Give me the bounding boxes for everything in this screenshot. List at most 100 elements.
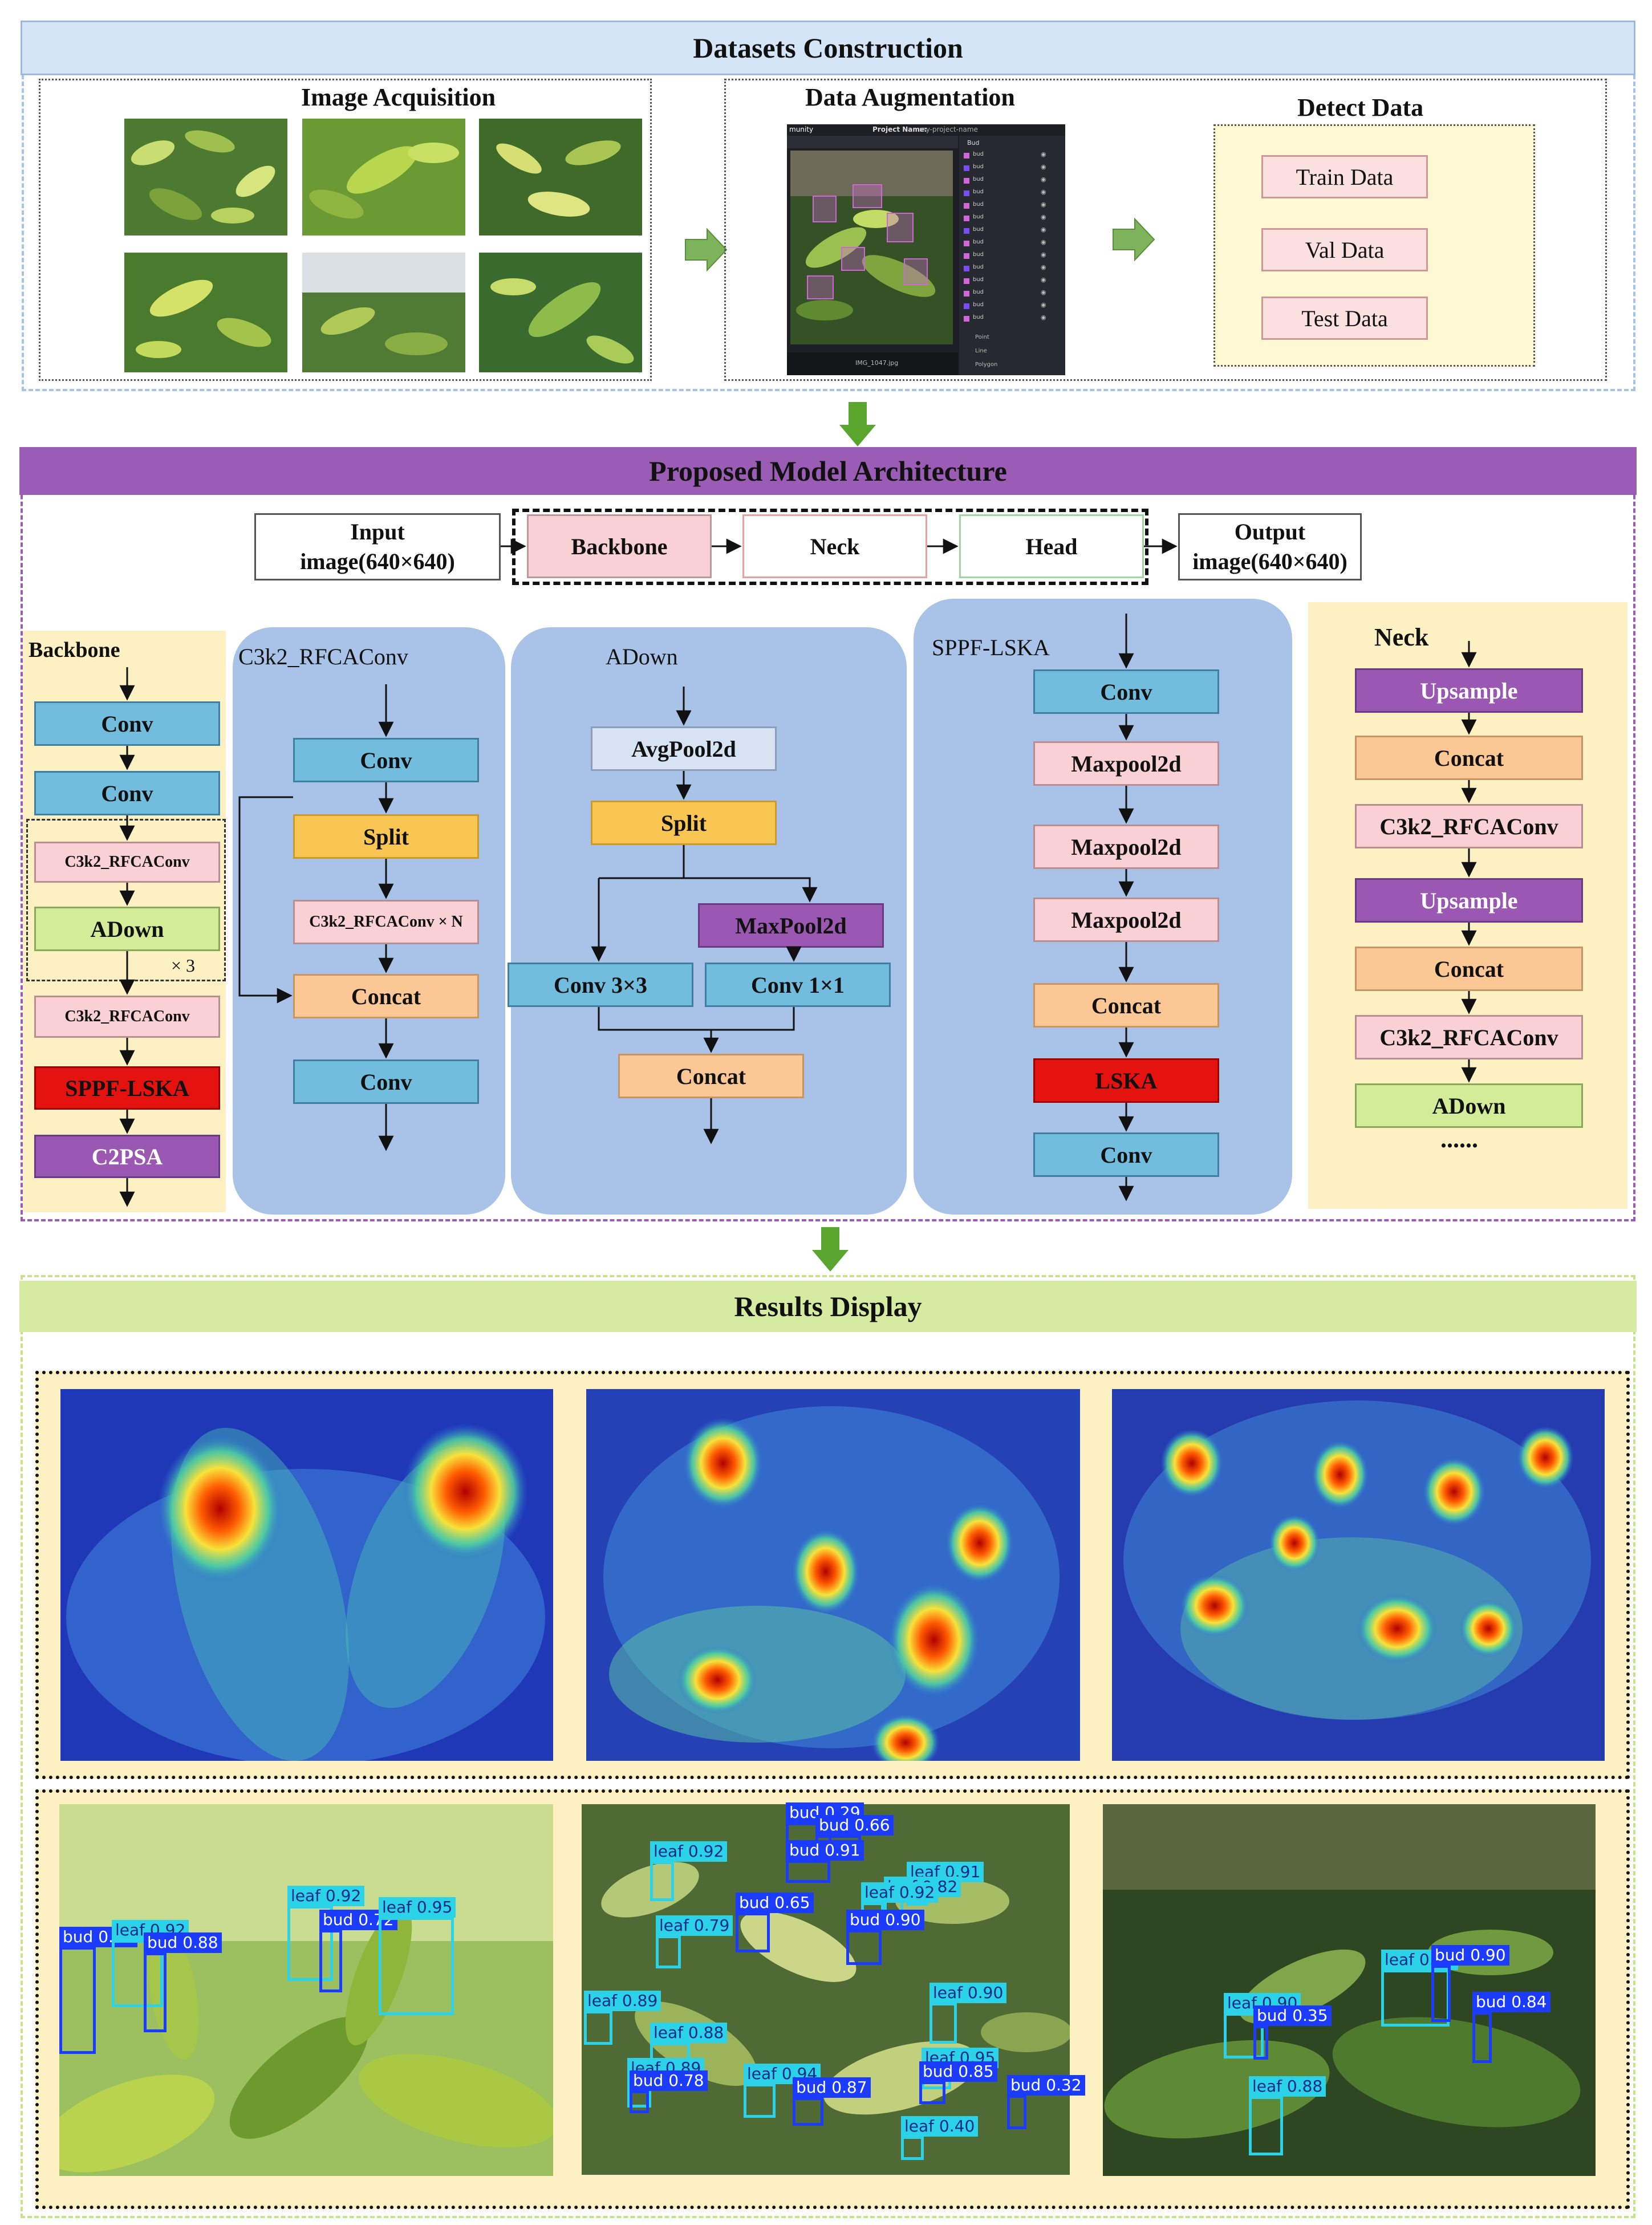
tag-color-swatch xyxy=(964,178,969,184)
detection-box: bud 0.65 xyxy=(736,1893,814,1952)
adown-conv3x3: Conv 3×3 xyxy=(508,963,693,1007)
tag-color-swatch xyxy=(964,153,969,159)
datasets-banner: Datasets Construction xyxy=(21,21,1635,75)
test-data-box: Test Data xyxy=(1261,297,1428,340)
tag-color-swatch xyxy=(964,165,969,171)
sppf-maxpool-2: Maxpool2d xyxy=(1033,825,1219,869)
tool-tag-row[interactable]: bud ◉ xyxy=(964,251,1061,261)
eye-icon[interactable]: ◉ xyxy=(1041,238,1046,246)
tool-tag-row[interactable]: bud ◉ xyxy=(964,289,1061,299)
eye-icon[interactable]: ◉ xyxy=(1041,188,1046,196)
detection-label: bud 0.90 xyxy=(1431,1945,1509,1966)
adown-title: ADown xyxy=(606,644,678,669)
c3k2-concat: Concat xyxy=(293,974,479,1018)
neck-ellipsis: ...... xyxy=(1440,1125,1478,1153)
detection-box: leaf 0.90 xyxy=(929,1983,1007,2044)
neck-adown: ADown xyxy=(1355,1083,1583,1128)
tag-label: bud xyxy=(973,214,984,220)
detection-label: bud 0.88 xyxy=(144,1932,222,1953)
eye-icon[interactable]: ◉ xyxy=(1041,213,1046,221)
tea-photo-6 xyxy=(479,253,642,372)
image-acquisition-box xyxy=(39,79,652,381)
detection-label: bud 0.90 xyxy=(846,1910,924,1930)
eye-icon[interactable]: ◉ xyxy=(1041,226,1046,233)
eye-icon[interactable]: ◉ xyxy=(1041,251,1046,258)
eye-icon[interactable]: ◉ xyxy=(1041,314,1046,321)
heatmap-image-3 xyxy=(1112,1389,1605,1761)
eye-icon[interactable]: ◉ xyxy=(1041,276,1046,283)
datasets-title: Datasets Construction xyxy=(693,32,963,64)
detection-box: bud 0.35 xyxy=(1253,2005,1332,2060)
tool-tag-row[interactable]: bud ◉ xyxy=(964,301,1061,311)
backbone-c2psa: C2PSA xyxy=(34,1135,220,1178)
eye-icon[interactable]: ◉ xyxy=(1041,301,1046,308)
detection-box: bud 0.85 xyxy=(919,2061,997,2104)
detection-label: leaf 0.88 xyxy=(1249,2076,1326,2097)
tool-bottom-bar xyxy=(787,352,958,375)
tag-label: bud xyxy=(973,151,984,157)
detection-box: leaf 0.89 xyxy=(584,1991,661,2045)
architecture-title: Proposed Model Architecture xyxy=(649,455,1007,487)
tag-label: bud xyxy=(973,314,984,320)
tool-tag-row[interactable]: bud◉ xyxy=(964,176,1061,186)
tool-project-value: my-project-name xyxy=(919,125,978,133)
eye-icon[interactable]: ◉ xyxy=(1041,176,1046,183)
tool-tag-row[interactable]: bud◉ xyxy=(964,163,1061,173)
tag-color-swatch xyxy=(964,253,969,259)
tea-photo-3 xyxy=(479,119,642,236)
tag-label: bud xyxy=(973,226,984,233)
tea-photo-4 xyxy=(124,253,287,372)
detection-box: bud 0.32 xyxy=(1007,2075,1085,2129)
sppf-concat: Concat xyxy=(1033,983,1219,1028)
tag-label: bud xyxy=(973,251,984,258)
c3k2-title: C3k2_RFCAConv xyxy=(238,644,408,669)
eye-icon[interactable]: ◉ xyxy=(1041,151,1046,158)
tool-option-line[interactable]: Line xyxy=(975,348,987,354)
results-section xyxy=(21,1275,1635,2218)
detection-label: bud 0.78 xyxy=(630,2070,708,2091)
eye-icon[interactable]: ◉ xyxy=(1041,201,1046,208)
tool-tag-row[interactable]: bud ◉ xyxy=(964,226,1061,236)
sppf-lska: LSKA xyxy=(1033,1058,1219,1103)
tool-tag-row[interactable]: bud ◉ xyxy=(964,314,1061,324)
eye-icon[interactable]: ◉ xyxy=(1041,263,1046,271)
sppf-conv-2: Conv xyxy=(1033,1132,1219,1177)
tag-color-swatch xyxy=(964,278,969,284)
sppf-conv-1: Conv xyxy=(1033,669,1219,714)
eye-icon[interactable]: ◉ xyxy=(1041,289,1046,296)
pipeline-backbone-box: Backbone xyxy=(527,514,712,578)
tag-label: bud xyxy=(973,302,984,308)
val-data-box: Val Data xyxy=(1261,228,1428,271)
tool-canvas xyxy=(790,151,953,344)
tool-tag-row[interactable]: bud◉ xyxy=(964,276,1061,286)
sppf-maxpool-3: Maxpool2d xyxy=(1033,898,1219,942)
neck-concat-2: Concat xyxy=(1355,947,1583,991)
labeling-tool-screenshot: munity Project Name: my-project-name IMG… xyxy=(787,124,1065,375)
detection-label: bud 0.91 xyxy=(786,1840,864,1861)
tag-label: bud xyxy=(973,239,984,245)
input-image-label: Input image(640×640) xyxy=(300,519,455,574)
tool-tag-row[interactable]: bud◉ xyxy=(964,201,1061,211)
tool-tag-row[interactable]: bud ◉ xyxy=(964,213,1061,224)
tool-panel-header: Bud xyxy=(967,139,980,147)
tag-color-swatch xyxy=(964,266,969,271)
eye-icon[interactable]: ◉ xyxy=(1041,163,1046,170)
tag-color-swatch xyxy=(964,190,969,196)
backbone-sppf-lska: SPPF-LSKA xyxy=(34,1066,220,1110)
tool-tag-row[interactable]: bud◉ xyxy=(964,263,1061,274)
detection-label: leaf 0.92 xyxy=(650,1841,728,1862)
backbone-adown: ADown xyxy=(34,907,220,951)
tool-option-point[interactable]: Point xyxy=(975,334,989,340)
tool-option-polygon[interactable]: Polygon xyxy=(975,362,998,368)
arrow-right-2 xyxy=(1113,217,1155,262)
detection-box: bud 0.88 xyxy=(144,1932,222,2032)
tool-tag-row[interactable]: bud ◉ xyxy=(964,238,1061,249)
neck-upsample-1: Upsample xyxy=(1355,668,1583,713)
tag-label: bud xyxy=(973,289,984,295)
tool-tag-row[interactable]: bud◉ xyxy=(964,188,1061,198)
tool-tag-row[interactable]: bud ◉ xyxy=(964,151,1061,161)
tag-color-swatch xyxy=(964,203,969,209)
detection-label: leaf 0.92 xyxy=(861,1882,939,1903)
backbone-title: Backbone xyxy=(29,638,120,662)
detection-label: leaf 0.89 xyxy=(584,1991,661,2011)
